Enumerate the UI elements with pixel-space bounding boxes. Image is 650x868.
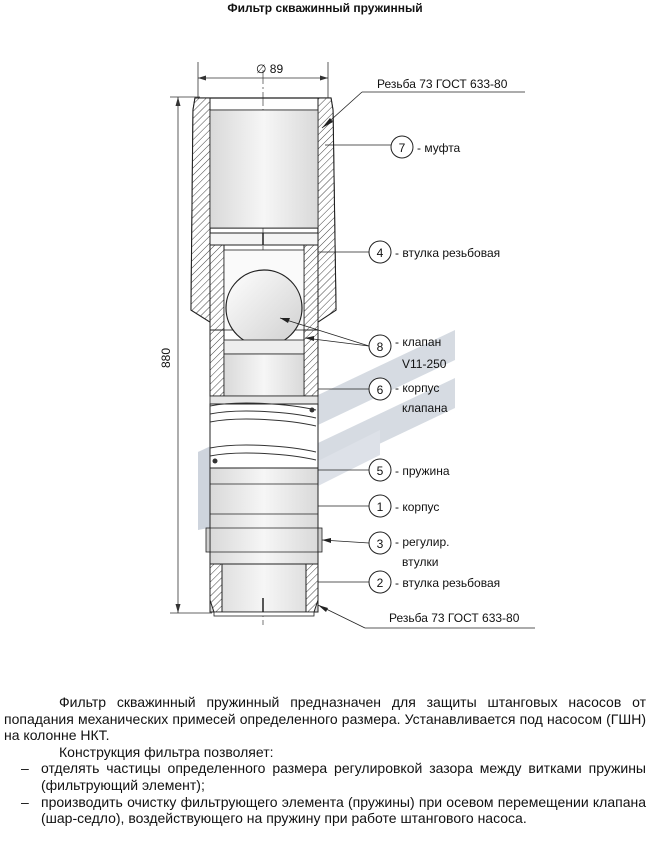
description: Фильтр скважинный пружинный предназначен… <box>4 694 646 827</box>
page-title: Фильтр скважинный пружинный <box>227 1 423 15</box>
svg-text:- регулир.: - регулир. <box>395 535 450 549</box>
list-item: производить очистку фильтрующего элемент… <box>4 794 646 827</box>
thread-bottom-label: Резьба 73 ГОСТ 633-80 <box>389 611 520 625</box>
thread-top-callout: Резьба 73 ГОСТ 633-80 <box>321 77 525 129</box>
description-paragraph: Фильтр скважинный пружинный предназначен… <box>4 694 646 744</box>
housing <box>205 467 323 569</box>
description-intro: Конструкция фильтра позволяет: <box>59 743 274 760</box>
svg-text:8: 8 <box>377 340 384 354</box>
svg-text:5: 5 <box>377 464 384 478</box>
svg-text:- втулка резьбовая: - втулка резьбовая <box>395 246 500 260</box>
threaded-bushing-bottom <box>209 563 319 617</box>
svg-text:- корпус: - корпус <box>395 381 439 395</box>
coupling <box>190 97 337 324</box>
callout-2-threaded-bushing: 2 - втулка резьбовая <box>318 570 500 594</box>
callout-3-adjusting-bushings: 3 - регулир. втулки <box>321 531 450 569</box>
ball-valve <box>209 269 319 397</box>
svg-text:- корпус: - корпус <box>395 500 439 514</box>
callout-5-spring: 5 - пружина <box>318 458 450 482</box>
thread-bottom-callout: Резьба 73 ГОСТ 633-80 <box>317 604 535 629</box>
svg-text:втулки: втулки <box>402 555 438 569</box>
feature-list: отделять частицы определенного размера р… <box>4 760 646 826</box>
spring <box>209 395 319 469</box>
svg-text:3: 3 <box>377 537 384 551</box>
svg-text:6: 6 <box>377 383 384 397</box>
svg-text:7: 7 <box>399 141 406 155</box>
length-dimension: 880 <box>159 96 212 614</box>
svg-text:- пружина: - пружина <box>395 464 450 478</box>
callout-4-threaded-bushing: 4 - втулка резьбовая <box>318 240 500 264</box>
svg-text:клапана: клапана <box>402 401 448 415</box>
callout-7-coupling: 7 - муфта <box>325 135 461 159</box>
filter-drawing: ∅ 89 880 <box>159 62 535 629</box>
callout-1-housing: 1 - корпус <box>318 494 439 518</box>
svg-text:V11-250: V11-250 <box>402 357 447 371</box>
svg-text:2: 2 <box>377 576 384 590</box>
svg-text:1: 1 <box>377 500 384 514</box>
svg-text:- клапан: - клапан <box>395 335 441 349</box>
svg-text:- муфта: - муфта <box>417 141 461 155</box>
length-label: 880 <box>159 348 173 368</box>
diameter-label: ∅ 89 <box>256 62 283 76</box>
callout-6-valve-housing: 6 - корпус клапана <box>318 377 448 415</box>
svg-text:- втулка резьбовая: - втулка резьбовая <box>395 576 500 590</box>
list-item: отделять частицы определенного размера р… <box>4 760 646 793</box>
svg-text:4: 4 <box>377 246 384 260</box>
thread-top-label: Резьба 73 ГОСТ 633-80 <box>377 77 508 91</box>
diameter-dimension: ∅ 89 <box>197 62 329 98</box>
callout-8-valve: 8 - клапан V11-250 <box>279 317 447 371</box>
